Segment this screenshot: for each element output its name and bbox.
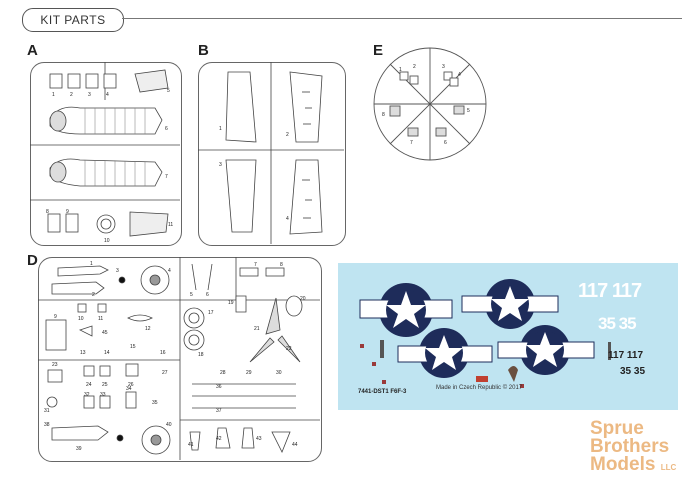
svg-text:4: 4 bbox=[168, 268, 171, 274]
svg-text:4: 4 bbox=[458, 72, 461, 78]
decal-number-117: 117 117 bbox=[578, 280, 642, 302]
svg-text:22: 22 bbox=[286, 346, 292, 352]
svg-text:8: 8 bbox=[280, 262, 283, 268]
sprue-d-label: D bbox=[27, 252, 38, 269]
svg-text:9: 9 bbox=[54, 314, 57, 320]
svg-text:1: 1 bbox=[399, 67, 402, 73]
svg-text:3: 3 bbox=[88, 92, 91, 98]
svg-text:8: 8 bbox=[46, 209, 49, 215]
svg-text:1: 1 bbox=[219, 126, 222, 132]
svg-text:9: 9 bbox=[66, 209, 69, 215]
svg-text:12: 12 bbox=[145, 326, 151, 332]
watermark-line-2: Brothers bbox=[590, 436, 670, 457]
svg-text:14: 14 bbox=[104, 350, 110, 356]
svg-text:2: 2 bbox=[413, 64, 416, 70]
svg-text:40: 40 bbox=[166, 422, 172, 428]
watermark-line-3: Models bbox=[590, 454, 656, 475]
svg-text:3: 3 bbox=[219, 162, 222, 168]
decal-number-35: 35 35 bbox=[598, 314, 637, 333]
decal-made-in: Made in Czech Republic © 2017 bbox=[436, 385, 523, 391]
svg-text:7: 7 bbox=[165, 174, 168, 180]
svg-text:13: 13 bbox=[80, 350, 86, 356]
svg-text:44: 44 bbox=[292, 442, 298, 448]
svg-text:15: 15 bbox=[130, 344, 136, 350]
watermark-logo: Sprue Brothers Models LLC bbox=[590, 418, 690, 477]
svg-text:16: 16 bbox=[160, 350, 166, 356]
svg-text:34: 34 bbox=[126, 386, 132, 392]
svg-text:1: 1 bbox=[52, 92, 55, 98]
svg-text:4: 4 bbox=[106, 92, 109, 98]
svg-text:37: 37 bbox=[216, 408, 222, 414]
svg-text:4: 4 bbox=[286, 216, 289, 222]
svg-text:45: 45 bbox=[102, 330, 108, 336]
svg-text:5: 5 bbox=[467, 108, 470, 114]
svg-text:33: 33 bbox=[100, 392, 106, 398]
kit-parts-title: KIT PARTS bbox=[22, 8, 124, 32]
svg-text:3: 3 bbox=[442, 64, 445, 70]
svg-text:18: 18 bbox=[198, 352, 204, 358]
svg-text:3: 3 bbox=[116, 268, 119, 274]
svg-text:43: 43 bbox=[256, 436, 262, 442]
svg-text:21: 21 bbox=[254, 326, 260, 332]
sprue-a-label: A bbox=[27, 42, 38, 59]
watermark-line-1: Sprue bbox=[590, 418, 644, 439]
svg-text:6: 6 bbox=[206, 292, 209, 298]
svg-text:5: 5 bbox=[167, 88, 170, 94]
svg-text:2: 2 bbox=[70, 92, 73, 98]
svg-text:6: 6 bbox=[444, 140, 447, 146]
svg-text:10: 10 bbox=[104, 238, 110, 244]
svg-text:8: 8 bbox=[382, 112, 385, 118]
svg-text:25: 25 bbox=[102, 382, 108, 388]
svg-text:5: 5 bbox=[190, 292, 193, 298]
svg-text:36: 36 bbox=[216, 384, 222, 390]
svg-text:10: 10 bbox=[78, 316, 84, 322]
watermark-suffix: LLC bbox=[660, 463, 677, 472]
svg-text:38: 38 bbox=[44, 422, 50, 428]
svg-text:42: 42 bbox=[216, 436, 222, 442]
header-rule bbox=[122, 18, 682, 19]
sprue-b-label: B bbox=[198, 42, 209, 59]
svg-text:35: 35 bbox=[152, 400, 158, 406]
svg-text:1: 1 bbox=[90, 261, 93, 267]
svg-text:7: 7 bbox=[410, 140, 413, 146]
svg-text:6: 6 bbox=[165, 126, 168, 132]
decal-code: 7441-DST1 F6F-3 bbox=[358, 389, 407, 395]
svg-text:30: 30 bbox=[276, 370, 282, 376]
svg-text:11: 11 bbox=[168, 222, 173, 228]
svg-text:28: 28 bbox=[220, 370, 226, 376]
decal-number-35-small: 35 35 bbox=[620, 366, 646, 377]
svg-text:26: 26 bbox=[128, 382, 134, 388]
svg-text:29: 29 bbox=[246, 370, 252, 376]
svg-text:32: 32 bbox=[84, 392, 90, 398]
decal-number-117-small: 117 117 bbox=[608, 350, 644, 361]
svg-text:23: 23 bbox=[52, 362, 58, 368]
svg-text:20: 20 bbox=[300, 296, 306, 302]
svg-text:2: 2 bbox=[92, 292, 95, 298]
svg-text:17: 17 bbox=[208, 310, 214, 316]
svg-text:7: 7 bbox=[254, 262, 257, 268]
svg-text:27: 27 bbox=[162, 370, 168, 376]
svg-text:39: 39 bbox=[76, 446, 82, 452]
svg-text:2: 2 bbox=[286, 132, 289, 138]
svg-text:11: 11 bbox=[98, 316, 103, 322]
sprue-e-label: E bbox=[373, 42, 384, 59]
svg-text:24: 24 bbox=[86, 382, 92, 388]
svg-text:41: 41 bbox=[188, 442, 194, 448]
svg-text:31: 31 bbox=[44, 408, 50, 414]
svg-text:19: 19 bbox=[228, 300, 234, 306]
